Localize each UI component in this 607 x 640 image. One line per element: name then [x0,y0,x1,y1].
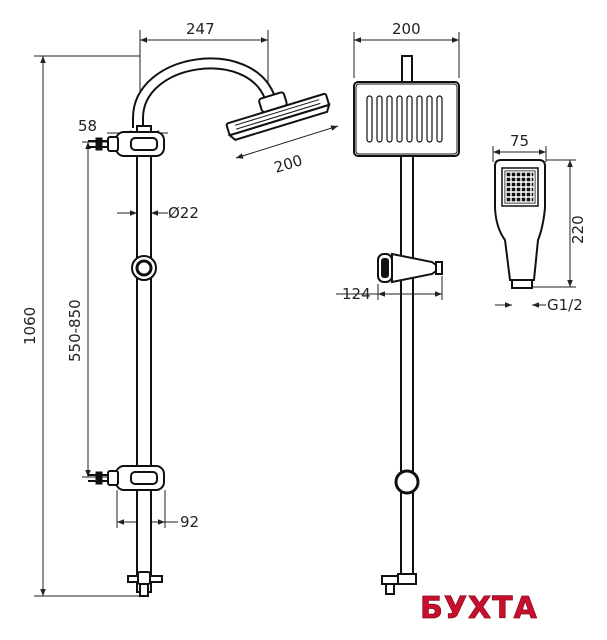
holder-depth-dimension: 124 [336,276,443,303]
bracket-depth-dimension: 92 [116,490,199,531]
bracket-spacing-dimension: 550-850 [66,141,118,478]
head-width-side-label: 200 [272,151,305,177]
logo-text-shadow: БУХТА [420,591,538,626]
hand-shower-holder [377,252,443,284]
hand-nozzle-grid [504,170,536,204]
side-view: 1060 550-850 247 58 Ø22 [21,20,339,597]
slider-front [394,469,420,495]
logo-text: БУХТА [420,591,538,626]
slide-rail-front [400,155,414,575]
total-height-dimension: 1060 [21,55,140,597]
bottom-connector-front [381,573,417,595]
slider-side [131,255,157,281]
hand-width-dimension: 75 [492,132,547,162]
shower-head-front [353,81,460,157]
arm-reach-label: 247 [186,20,215,38]
thread-dimension: G1/2 [495,296,583,314]
bracket-depth-label: 92 [180,513,199,531]
nozzle-grid [366,95,443,143]
top-wall-bracket [88,131,165,157]
hand-shower-view: 75 220 [492,132,587,314]
head-width-front-label: 200 [392,20,421,38]
hand-length-label: 220 [569,215,587,244]
total-height-label: 1060 [21,307,39,345]
bracket-spacing-label: 550-850 [66,299,84,362]
logo-watermark: БУХТА БУХТА [417,588,540,629]
bottom-connector-side [127,571,163,597]
hand-width-label: 75 [510,132,529,150]
holder-depth-label: 124 [342,285,371,303]
shower-head-side [225,91,331,141]
hand-length-dimension: 220 [530,159,587,288]
bottom-wall-bracket [88,465,165,491]
bracket-offset-label: 58 [78,117,97,135]
slide-rail-side [136,125,152,593]
thread-label: G1/2 [547,296,583,314]
head-width-front-dimension: 200 [353,20,460,78]
rail-diameter-dimension: Ø22 [117,204,199,222]
rail-diameter-label: Ø22 [168,204,199,222]
front-view: 200 [336,20,460,595]
